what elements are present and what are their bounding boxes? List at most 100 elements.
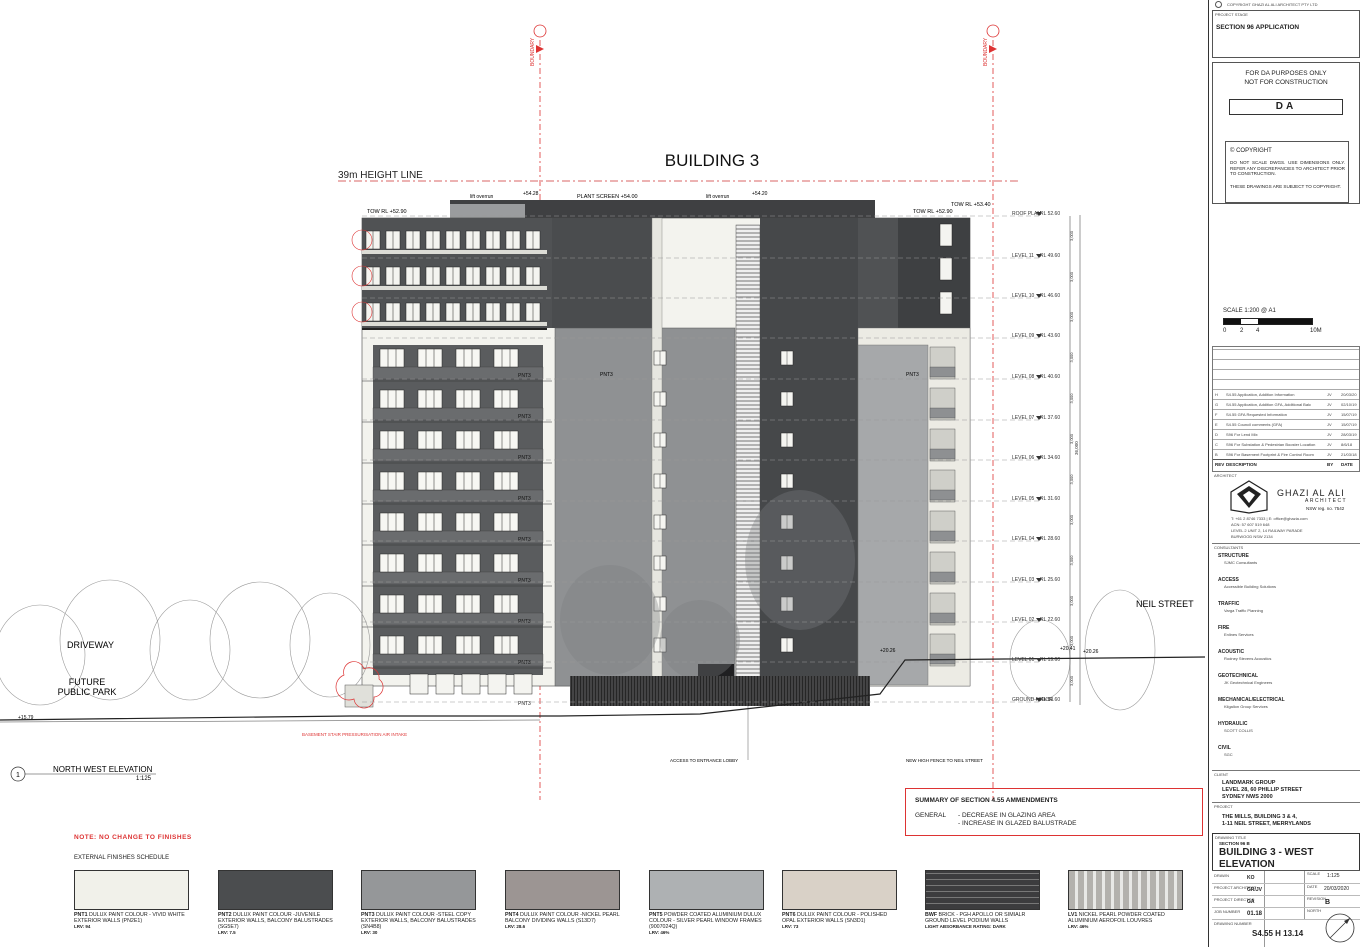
pnt-tag: PNT3 xyxy=(518,373,531,379)
scale-bar xyxy=(1223,318,1313,325)
dimension-label: 3,000 xyxy=(1069,675,1074,686)
window xyxy=(455,594,481,614)
dimension-label: 3,000 xyxy=(1069,474,1074,485)
finish-label-lv1: LV1 NICKEL PEARL POWDER COATED ALUMINIUM… xyxy=(1068,912,1165,929)
pnt-tag: PNT3 xyxy=(518,578,531,584)
consultant-role: FIRE xyxy=(1218,625,1230,631)
level-rl: RL 37.60 xyxy=(1040,415,1060,421)
window xyxy=(455,471,481,491)
pnt-tag-mid: PNT3 xyxy=(600,372,613,378)
pnt-tag: PNT3 xyxy=(518,537,531,543)
summary-item-2: - INCREASE IN GLAZED BALUSTRADE xyxy=(958,820,1077,827)
finish-swatch-pnt4 xyxy=(505,870,620,910)
window xyxy=(455,635,481,655)
level-name: LEVEL 04 xyxy=(1012,536,1035,542)
window xyxy=(417,512,443,532)
level-name: LEVEL 06 xyxy=(1012,455,1035,461)
svg-text:TOW RL +52.90: TOW RL +52.90 xyxy=(367,209,407,215)
boundary-right: BOUNDARY xyxy=(983,24,1000,800)
future-park-label-1: FUTURE xyxy=(69,677,106,687)
window xyxy=(417,389,443,409)
balcony-slab xyxy=(362,250,547,254)
elevation-drawing: 39m HEIGHT LINE BOUNDARY BOUNDARY BUILDI… xyxy=(0,24,1205,800)
drawing-title: BUILDING 3 - WEST xyxy=(1219,847,1314,858)
level-name: LEVEL 05 xyxy=(1012,496,1035,502)
pnt-tag: PNT3 xyxy=(518,701,531,707)
consultant-role: CIVIL xyxy=(1218,745,1231,751)
svg-text:PLANT SCREEN +54.00: PLANT SCREEN +54.00 xyxy=(577,194,638,200)
summary-title: SUMMARY OF SECTION 4.55 AMMENDMENTS xyxy=(915,797,1058,804)
window xyxy=(455,430,481,450)
level-rl: RL 34.60 xyxy=(1040,455,1060,461)
window xyxy=(939,291,953,315)
copyright-icon xyxy=(1215,1,1222,8)
level-name: LEVEL 11 xyxy=(1012,253,1034,259)
revision-cloud xyxy=(351,229,373,251)
revision-header: REV DESCRIPTION BY DATE xyxy=(1213,459,1359,470)
drawing-number: S4.55 H 13.14 xyxy=(1252,929,1304,938)
window xyxy=(417,348,443,368)
ground-window xyxy=(409,673,429,695)
finishes-note: NOTE: NO CHANGE TO FINISHES xyxy=(74,834,192,841)
north-arrow-icon xyxy=(1325,913,1355,943)
consultant-name: Enlines Services xyxy=(1224,632,1254,637)
window xyxy=(379,389,405,409)
ground-window xyxy=(487,673,507,695)
project-stage-cell: PROJECT STAGE SECTION 96 APPLICATION xyxy=(1212,10,1360,58)
pnt-tag: PNT3 xyxy=(518,455,531,461)
finish-label-pnt3: PNT3 DULUX PAINT COLOUR -STEEL COPY EXTE… xyxy=(361,912,476,935)
finish-swatch-lv1 xyxy=(1068,870,1183,910)
level-name: LEVEL 02 xyxy=(1012,617,1035,623)
level-name: LEVEL 03 xyxy=(1012,577,1035,583)
level-name: LEVEL 07 xyxy=(1012,415,1035,421)
window xyxy=(493,471,519,491)
window xyxy=(417,635,443,655)
dimension-label: 3,000 xyxy=(1069,555,1074,566)
summary-category: GENERAL xyxy=(915,812,947,819)
finish-swatch-pnt5 xyxy=(649,870,764,910)
window xyxy=(493,635,519,655)
client-cell: CLIENT LANDMARK GROUP LEVEL 28, 60 PHILL… xyxy=(1212,770,1360,803)
ground-window xyxy=(513,673,533,695)
svg-text:+20.26: +20.26 xyxy=(880,648,896,654)
revision-cloud xyxy=(351,265,373,287)
level-rl: RL 40.60 xyxy=(1040,374,1060,380)
plant-screen xyxy=(450,200,875,218)
svg-text:+54.20: +54.20 xyxy=(752,191,768,197)
finish-label-pnt6: PNT6 DULUX PAINT COLOUR - POLISHED OPAL … xyxy=(782,912,888,929)
svg-text:lift overrun: lift overrun xyxy=(470,194,494,200)
dimension-label: 3,000 xyxy=(1069,393,1074,404)
summary-box: SUMMARY OF SECTION 4.55 AMMENDMENTS GENE… xyxy=(905,788,1203,836)
foreground-trees xyxy=(560,490,855,680)
window xyxy=(379,594,405,614)
level-rl: RL 43.60 xyxy=(1040,333,1060,339)
window xyxy=(939,223,953,247)
boundary-label-right: BOUNDARY xyxy=(983,37,989,66)
level-rl: RL 52.60 xyxy=(1040,211,1060,217)
dimension-label: 3,000 xyxy=(1069,271,1074,282)
level-rl: RL 22.60 xyxy=(1040,617,1060,623)
finish-label-pnt1: PNT1 DULUX PAINT COLOUR - VIVID WHITE EX… xyxy=(74,912,185,929)
svg-text:TOW RL +53.40: TOW RL +53.40 xyxy=(951,202,991,208)
boundary-label-left: BOUNDARY xyxy=(530,37,536,66)
window xyxy=(379,512,405,532)
window xyxy=(939,257,953,281)
svg-text:TOW RL +52.90: TOW RL +52.90 xyxy=(913,209,953,215)
dimension-label: 3,000 xyxy=(1069,635,1074,646)
level-name: LEVEL 08 xyxy=(1012,374,1035,380)
consultant-role: HYDRAULIC xyxy=(1218,721,1248,727)
level-rl: RL 16.60 xyxy=(1040,697,1060,703)
finish-label-pnt5: PNT5 POWDER COATED ALUMINIUM DULUX COLOU… xyxy=(649,912,762,935)
window xyxy=(379,471,405,491)
neil-street-label: NEIL STREET xyxy=(1136,599,1194,609)
window xyxy=(417,430,443,450)
finish-swatch-pnt1 xyxy=(74,870,189,910)
window xyxy=(493,389,519,409)
building-title: BUILDING 3 xyxy=(665,151,759,170)
window xyxy=(379,635,405,655)
